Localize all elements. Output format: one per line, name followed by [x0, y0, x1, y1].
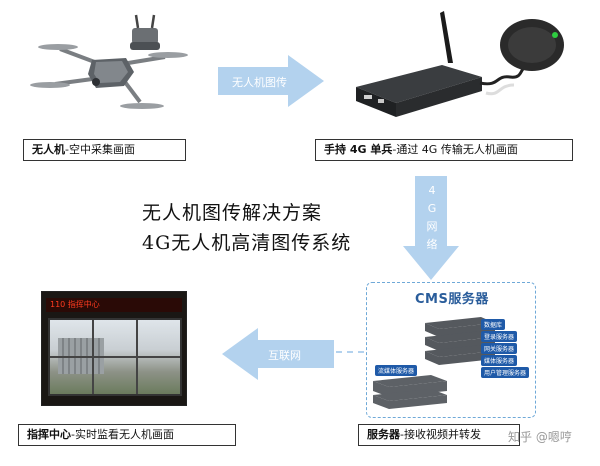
arrow-label-4g-char-2: G [427, 202, 437, 215]
arrow-internet [222, 328, 334, 380]
arrow-internet-dashes [336, 351, 364, 353]
arrow-label-4g-char-4: 络 [426, 238, 438, 251]
handheld-4g-device-image [356, 11, 564, 117]
cms-tag-media-server: 媒体服务器 [481, 355, 518, 366]
caption-command-desc: -实时监看无人机画面 [71, 428, 174, 441]
caption-drone: 无人机-空中采集画面 [23, 139, 186, 161]
drone-image [30, 14, 188, 109]
command-center-image: 110 指挥中心 [41, 291, 187, 406]
caption-server-title: 服务器 [367, 428, 400, 441]
cms-tag-login-server: 登录服务器 [481, 331, 518, 342]
cms-tag-streaming-server: 流媒体服务器 [375, 365, 418, 376]
arrow-label-internet: 互联网 [268, 349, 301, 362]
cms-server-panel: CMS服务器 数据库 登录服务器 网关服务器 媒体服务器 用户管理服务器 流媒体… [366, 282, 536, 418]
cms-title: CMS服务器 [415, 292, 489, 307]
zhihu-watermark: 知乎 @嗯哼 [508, 430, 572, 444]
video-wall [48, 318, 182, 396]
diagram-title-line1: 无人机图传解决方案 [142, 202, 323, 224]
arrow-label-4g-char-1: 4 [428, 184, 436, 197]
arrow-label-4g-char-3: 网 [426, 220, 438, 233]
caption-server: 服务器-接收视频并转发 [358, 424, 520, 446]
cms-tag-user-mgmt-server: 用户管理服务器 [481, 367, 530, 378]
caption-handheld-desc: -通过 4G 传输无人机画面 [392, 143, 518, 156]
cms-tag-database: 数据库 [481, 319, 506, 330]
caption-command-center: 指挥中心-实时监看无人机画面 [18, 424, 236, 446]
video-wall-divider-3 [50, 356, 180, 358]
caption-handheld-title: 手持 4G 单兵 [324, 143, 393, 156]
arrow-label-4g-network: 4 G 网 络 [425, 182, 439, 254]
caption-handheld: 手持 4G 单兵-通过 4G 传输无人机画面 [315, 139, 573, 161]
arrow-label-video-link: 无人机图传 [232, 76, 287, 89]
caption-drone-desc: -空中采集画面 [65, 143, 135, 156]
led-banner: 110 指挥中心 [46, 298, 182, 312]
arrow-4g-network [403, 176, 459, 280]
diagram-title: 无人机图传解决方案 4G无人机高清图传系统 [142, 198, 351, 258]
diagram-title-line2: 4G无人机高清图传系统 [142, 232, 352, 254]
led-banner-text: 110 指挥中心 [50, 300, 100, 309]
arrow-drone-to-handheld [218, 55, 324, 107]
remote-controller-icon [130, 14, 160, 50]
caption-command-title: 指挥中心 [27, 428, 71, 441]
caption-drone-title: 无人机 [32, 143, 65, 156]
server-rack-bottom-icon [373, 375, 447, 409]
cms-tag-gateway-server: 网关服务器 [481, 343, 518, 354]
caption-server-desc: -接收视频并转发 [400, 428, 481, 441]
